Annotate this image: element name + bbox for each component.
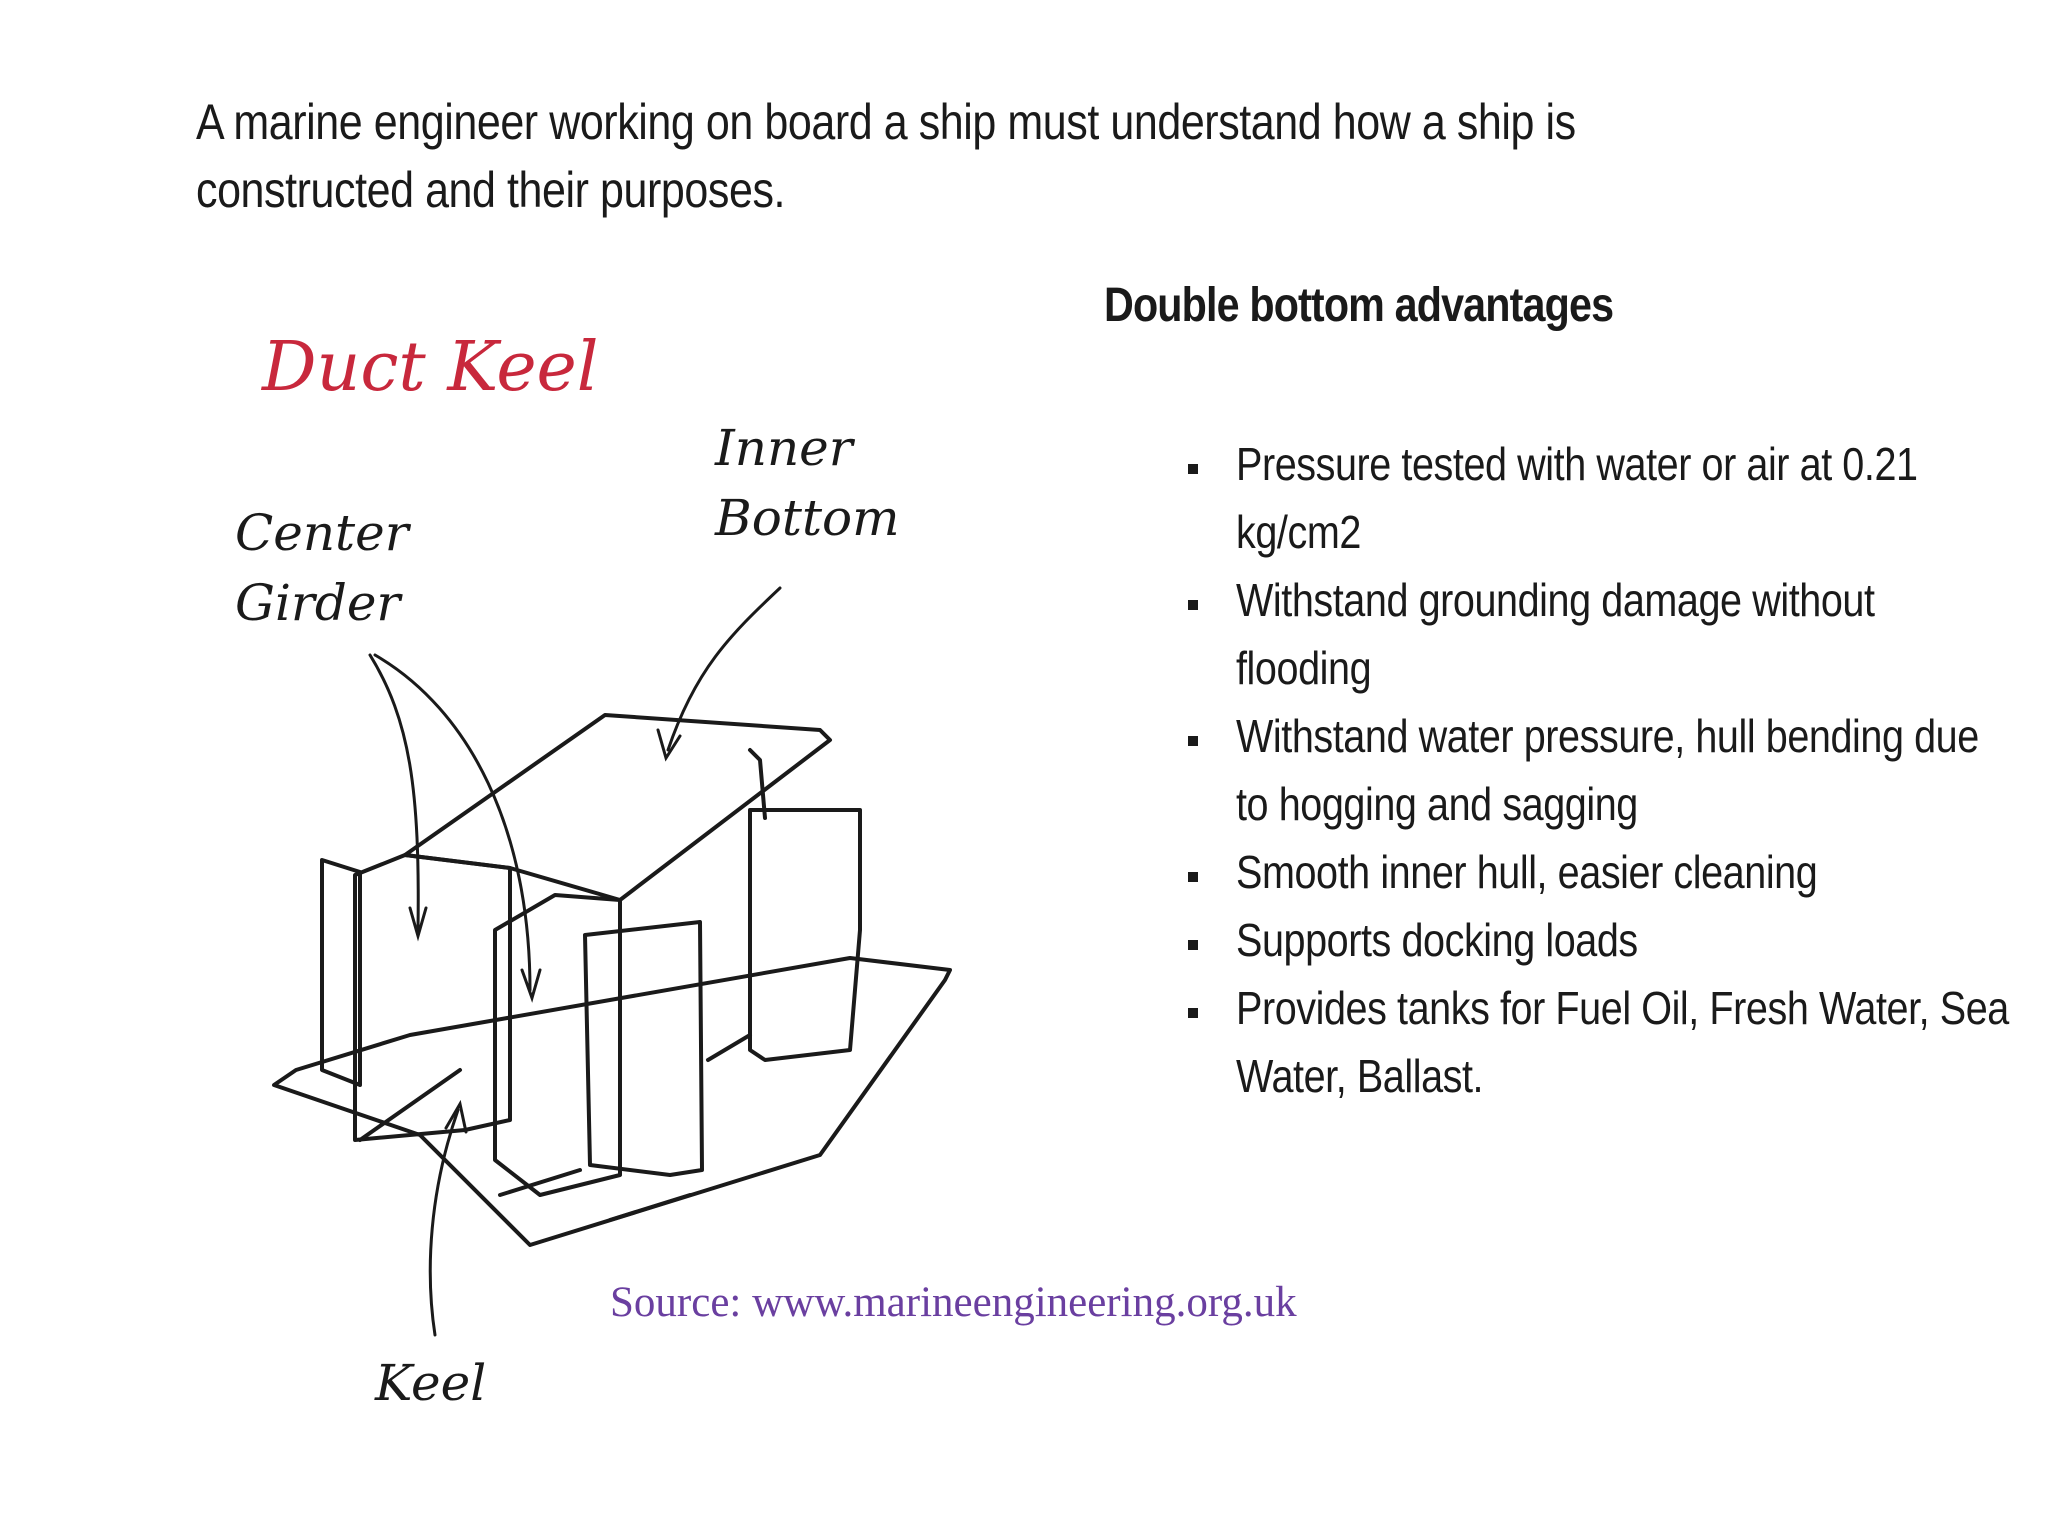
bullet-icon (1188, 872, 1198, 882)
bullet-icon (1188, 600, 1198, 610)
bullet-icon (1188, 1008, 1198, 1018)
bullet-icon (1188, 464, 1198, 474)
duct-girder-left (353, 853, 512, 1142)
bottom-stiffener-3 (706, 1033, 752, 1062)
duct-girder-right (493, 893, 622, 1197)
center-girder-arrow-1-head (408, 906, 428, 942)
label-center-girder-2: Girder (235, 574, 403, 632)
list-item: Supports docking loads (1180, 906, 2000, 974)
left-girder-plate (320, 858, 362, 1087)
center-girder-arrow-2-head (520, 968, 542, 1003)
keel-arrow (428, 1108, 460, 1337)
label-keel: Keel (374, 1354, 486, 1412)
floor-plate-right (748, 808, 862, 1062)
duct-keel-drawing: Duct Keel Inner Bottom Center Girder Kee… (235, 328, 952, 1412)
source-citation: Source: www.marineengineering.org.uk (610, 1279, 1297, 1326)
inner-bottom-arrow (666, 586, 782, 752)
center-girder-arrow-2 (373, 653, 532, 992)
bullet-icon (1188, 940, 1198, 950)
right-girder-back (748, 748, 767, 820)
label-inner-bottom-2: Bottom (714, 489, 900, 547)
bullet-icon (1188, 736, 1198, 746)
list-item: Pressure tested with water or air at 0.2… (1180, 430, 2000, 566)
label-center-girder-1: Center (235, 504, 412, 562)
label-inner-bottom-1: Inner (714, 419, 856, 477)
list-item: Smooth inner hull, easier cleaning (1180, 838, 2000, 906)
figure-title: Duct Keel (260, 328, 599, 407)
center-girder-arrow-1 (368, 653, 420, 932)
list-item: Withstand grounding damage without flood… (1180, 566, 2000, 702)
bottom-shell-plate (272, 956, 952, 1247)
inner-bottom-plate (403, 713, 832, 902)
duct-keel-figure: Duct Keel Inner Bottom Center Girder Kee… (210, 290, 1090, 1440)
intro-text: A marine engineer working on board a shi… (196, 94, 1576, 218)
advantages-heading: Double bottom advantages (1104, 279, 1614, 332)
keel-arrowhead (444, 1099, 468, 1134)
bottom-stiffener-1 (358, 1068, 462, 1142)
list-item: Withstand water pressure, hull bending d… (1180, 702, 2000, 838)
advantages-list: Pressure tested with water or air at 0.2… (1180, 430, 2009, 1110)
floor-plate-middle (583, 920, 704, 1177)
inner-bottom-arrowhead (656, 728, 682, 762)
bottom-stiffener-4 (608, 1193, 692, 1222)
list-item: Provides tanks for Fuel Oil, Fresh Water… (1180, 974, 2009, 1110)
bottom-stiffener-2 (498, 1168, 582, 1197)
